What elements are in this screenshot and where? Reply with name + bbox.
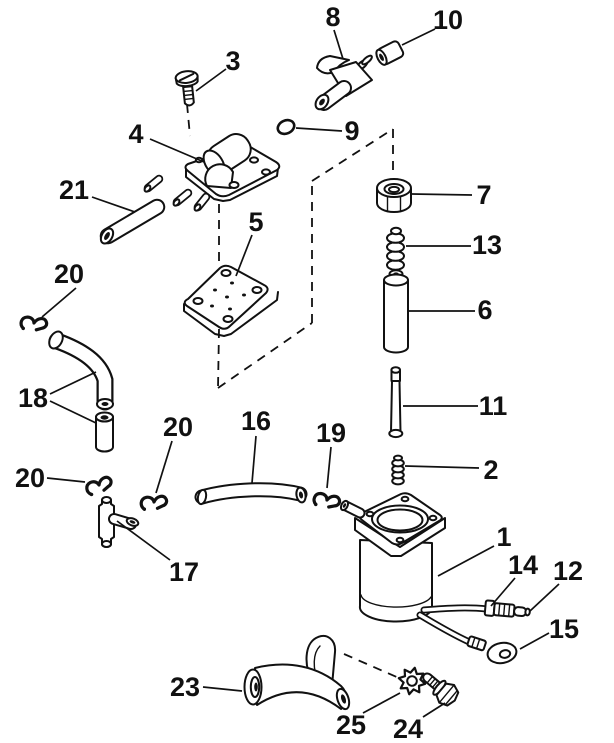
- callout-7-label: 7: [476, 180, 491, 210]
- part-15-ring-terminal-lead: [416, 611, 518, 665]
- part-10-cap: [375, 40, 405, 66]
- part-21-tube: [99, 198, 166, 245]
- part-6-filter-cylinder: [383, 269, 409, 354]
- callout-25-label: 25: [336, 710, 366, 740]
- part-9-o-ring: [276, 118, 296, 136]
- callout-1-leader: [437, 545, 495, 577]
- callout-2-label: 2: [483, 455, 498, 485]
- callout-11-label: 11: [479, 391, 508, 421]
- callout-18-leader: [49, 400, 97, 424]
- callout-23-leader: [202, 686, 243, 692]
- callout-5-label: 5: [248, 207, 263, 237]
- callout-8-label: 8: [325, 2, 340, 32]
- callout-4-label: 4: [128, 119, 143, 149]
- callout-20-leader: [155, 440, 173, 494]
- callout-18-leader: [49, 371, 97, 395]
- callout-15-label: 15: [549, 614, 579, 644]
- callout-19-leader: [326, 446, 332, 489]
- part-12-connector: [483, 599, 531, 618]
- part-7-bushing: [376, 178, 412, 213]
- callout-16-label: 16: [241, 406, 271, 436]
- part-20-clamp: [83, 474, 115, 499]
- callout-4-leader: [149, 138, 205, 163]
- callout-3-label: 3: [225, 46, 240, 76]
- assembly-dashed-lines: [186, 103, 400, 679]
- part-3-screw: [174, 70, 199, 107]
- assembly-dashed-line: [217, 322, 313, 389]
- part-24-bolt: [422, 672, 460, 707]
- part-1-pump-body: [339, 492, 446, 623]
- callout-21-leader: [91, 196, 136, 213]
- callout-20-leader: [41, 287, 77, 318]
- callout-20-label: 20: [15, 463, 45, 493]
- part-16-hose: [194, 482, 308, 506]
- part-19-clamp: [310, 488, 343, 515]
- assembly-dashed-line: [343, 653, 400, 679]
- callout-17-label: 17: [169, 557, 199, 587]
- part-14-wire-lead: [420, 604, 491, 614]
- callout-13-label: 13: [472, 230, 502, 260]
- callout-2-leader: [404, 465, 480, 469]
- callout-21-label: 21: [59, 175, 89, 205]
- callout-5-leader: [235, 234, 253, 277]
- callout-23-label: 23: [170, 672, 200, 702]
- callout-14-label: 14: [508, 550, 538, 580]
- callout-labels: 1234567891011121314151617181920202021232…: [15, 2, 583, 743]
- callout-20-label: 20: [163, 412, 193, 442]
- callout-3-leader: [195, 68, 227, 92]
- callout-10-leader: [401, 28, 436, 46]
- callout-7-leader: [411, 193, 473, 196]
- callout-6-label: 6: [477, 295, 492, 325]
- callout-12-label: 12: [553, 556, 583, 586]
- part-8-fitting: [314, 54, 373, 111]
- callout-1-label: 1: [496, 522, 511, 552]
- part-17-tee-fitting: [98, 496, 140, 548]
- callout-24-leader: [422, 702, 446, 718]
- part-23-bracket: [243, 634, 351, 711]
- part-13-spring: [386, 226, 405, 271]
- part-18-hose-elbow: [48, 330, 114, 453]
- callout-12-leader: [529, 583, 560, 612]
- callout-17-leader: [116, 520, 171, 561]
- callout-14-leader: [490, 577, 516, 607]
- callout-15-leader: [519, 632, 550, 650]
- callout-9-leader: [295, 127, 343, 132]
- part-20-clamp: [138, 492, 169, 515]
- callout-9-label: 9: [344, 116, 359, 146]
- callout-19-label: 19: [316, 418, 346, 448]
- callout-20-label: 20: [54, 259, 84, 289]
- assembly-dashed-line: [217, 328, 220, 389]
- part-5-plate: [183, 264, 279, 337]
- callout-20-leader: [46, 477, 86, 483]
- callout-25-leader: [362, 692, 401, 714]
- part-4-pump-cover: [143, 133, 281, 212]
- assembly-dashed-line: [311, 128, 394, 182]
- part-2-spring: [391, 454, 405, 486]
- callout-8-leader: [333, 29, 344, 60]
- callout-18-label: 18: [18, 383, 48, 413]
- callout-10-label: 10: [433, 5, 463, 35]
- part-11-plunger-pin: [388, 366, 404, 439]
- part-25-star-washer: [397, 666, 427, 696]
- callout-24-label: 24: [393, 714, 423, 743]
- assembly-dashed-line: [186, 103, 191, 137]
- callout-16-leader: [251, 435, 257, 484]
